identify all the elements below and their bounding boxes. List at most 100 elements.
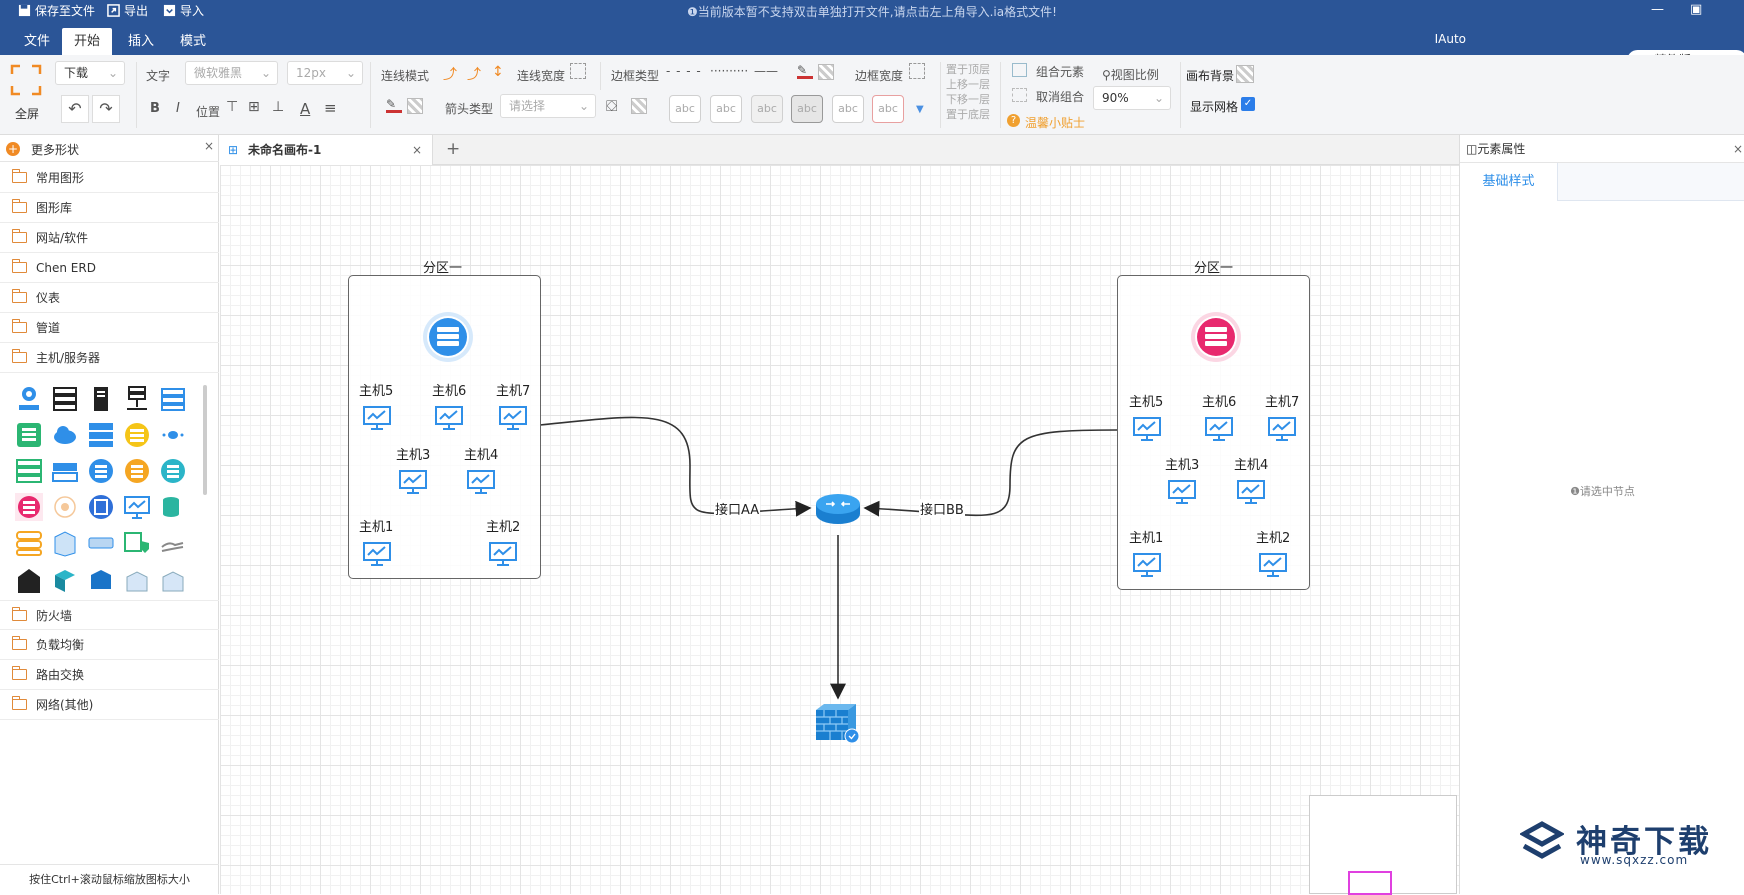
cloud-server-icon[interactable] [51,421,79,449]
border-transparent-icon[interactable] [818,64,834,80]
border-width-icon[interactable] [909,63,925,79]
firewall-icon[interactable] [814,700,862,744]
canvas-bg-swatch[interactable] [1236,65,1254,83]
server-icon[interactable] [422,311,474,363]
category-network-other[interactable]: 网络(其他) [0,690,219,720]
fill-transparent-icon[interactable] [631,98,647,114]
restore-button[interactable]: ▣ [1690,2,1703,17]
close-icon[interactable]: × [1732,142,1743,156]
align-middle-icon[interactable]: ⊞ [248,99,260,115]
align-bottom-icon[interactable]: ⊥ [272,99,285,115]
minimap-viewport[interactable] [1348,871,1392,895]
line-width-icon[interactable] [570,63,586,79]
category-common-shapes[interactable]: 常用图形 [0,163,219,193]
monitor-icon[interactable] [1236,479,1266,505]
monitor-icon[interactable] [1204,416,1234,442]
style-preset-5[interactable]: abc [832,95,864,123]
monitor-icon[interactable] [434,405,464,431]
category-firewall[interactable]: 防火墙 [0,600,219,630]
line-color-icon[interactable]: ✎ [386,97,402,113]
server-circle-blue-icon[interactable] [87,457,115,485]
cloud-dots-icon[interactable] [159,421,187,449]
port-aa-label[interactable]: 接口AA [714,499,761,518]
down-one-button[interactable]: 下移一层 [946,93,990,106]
category-website-software[interactable]: 网站/软件 [0,223,219,253]
style-preset-2[interactable]: abc [710,95,742,123]
server-circle-orange-icon[interactable] [123,457,151,485]
server-rack-icon[interactable] [51,385,79,413]
router-icon[interactable] [814,490,862,530]
drawing-canvas[interactable]: 分区一 分区一 主机5 主机6 主机7 主机3 主机4 主机1 主机2 主机5 … [220,165,1459,894]
font-select[interactable]: 微软雅黑⌄ [185,61,278,85]
server-green-rack-icon[interactable] [15,457,43,485]
text-align-icon[interactable]: ≡ [324,99,337,117]
switch-server-icon[interactable] [51,457,79,485]
port-bb-label[interactable]: 接口BB [919,499,965,518]
category-pipe[interactable]: 管道 [0,313,219,343]
user-name[interactable]: IAuto [1434,32,1466,46]
category-routing-switch[interactable]: 路由交换 [0,660,219,690]
fill-bucket-icon[interactable]: ⛋ [606,97,618,115]
more-styles-icon[interactable]: ▼ [916,104,924,115]
connector-left[interactable] [539,416,812,517]
iso-server-2-icon[interactable] [159,565,187,593]
border-color-icon[interactable]: ✎ [797,63,813,79]
category-load-balance[interactable]: 负载均衡 [0,630,219,660]
border-solid-icon[interactable]: —— [754,64,778,78]
monitor-icon[interactable] [362,405,392,431]
close-tab-button[interactable]: × [412,143,423,157]
server-stack-icon[interactable] [87,421,115,449]
import-button[interactable]: 导入 [163,2,204,19]
arrow-type-select[interactable]: 请选择⌄ [500,94,596,118]
location-server-icon[interactable] [15,385,43,413]
to-top-button[interactable]: 置于顶层 [946,63,990,76]
more-shapes-header[interactable]: + 更多形状 × [0,135,219,162]
server-light-icon[interactable] [51,493,79,521]
fullscreen-icon[interactable] [10,64,42,96]
security-server-icon[interactable] [123,529,151,557]
show-grid-checkbox[interactable]: ✓ [1241,97,1255,111]
server-panel-icon[interactable] [87,493,115,521]
scrollbar[interactable] [203,385,207,495]
document-tab[interactable]: ⊞ 未命名画布-1 × [220,135,433,165]
connector-curve-icon[interactable]: ⤴ [467,67,481,83]
style-preset-6[interactable]: abc [872,95,904,123]
cube-server-icon[interactable] [51,565,79,593]
export-button[interactable]: 导出 [107,2,148,19]
tab-insert[interactable]: 插入 [128,34,155,49]
tower-server-icon[interactable] [87,385,115,413]
network-server-icon[interactable] [123,385,151,413]
download-select[interactable]: 下载⌄ [55,61,125,85]
box-server-icon[interactable] [87,565,115,593]
monitor-icon[interactable] [1258,552,1288,578]
server-green-icon[interactable] [15,421,43,449]
save-file-button[interactable]: 保存至文件 [18,2,95,19]
monitor-icon[interactable] [488,541,518,567]
style-preset-1[interactable]: abc [669,95,701,123]
server-circle-pink-icon[interactable] [15,493,43,521]
undo-button[interactable]: ↶ [61,95,89,123]
transparent-icon[interactable] [407,98,423,114]
nas-server-icon[interactable] [87,529,115,557]
category-host-server[interactable]: 主机/服务器 [0,343,219,373]
server-circle-cyan-icon[interactable] [159,457,187,485]
zoom-select[interactable]: 90%⌄ [1093,86,1171,110]
redo-button[interactable]: ↷ [92,95,120,123]
hand-server-icon[interactable] [159,529,187,557]
monitor-icon[interactable] [1132,552,1162,578]
monitor-icon[interactable] [362,541,392,567]
category-shape-library[interactable]: 图形库 [0,193,219,223]
font-color-button[interactable]: A [300,100,311,118]
add-tab-button[interactable]: + [446,139,461,159]
server-icon[interactable] [1190,311,1242,363]
monitor-icon[interactable] [498,405,528,431]
server-orange-outline-icon[interactable] [15,529,43,557]
monitor-icon[interactable] [1132,416,1162,442]
style-preset-3[interactable]: abc [751,95,783,123]
style-preset-4[interactable]: abc [791,95,823,123]
category-chen-erd[interactable]: Chen ERD [0,253,219,283]
tab-start[interactable]: 开始 [62,28,113,55]
house-server-icon[interactable] [15,565,43,593]
connector-straight-icon[interactable]: ↕ [492,64,504,80]
connector-right[interactable] [863,429,1118,517]
